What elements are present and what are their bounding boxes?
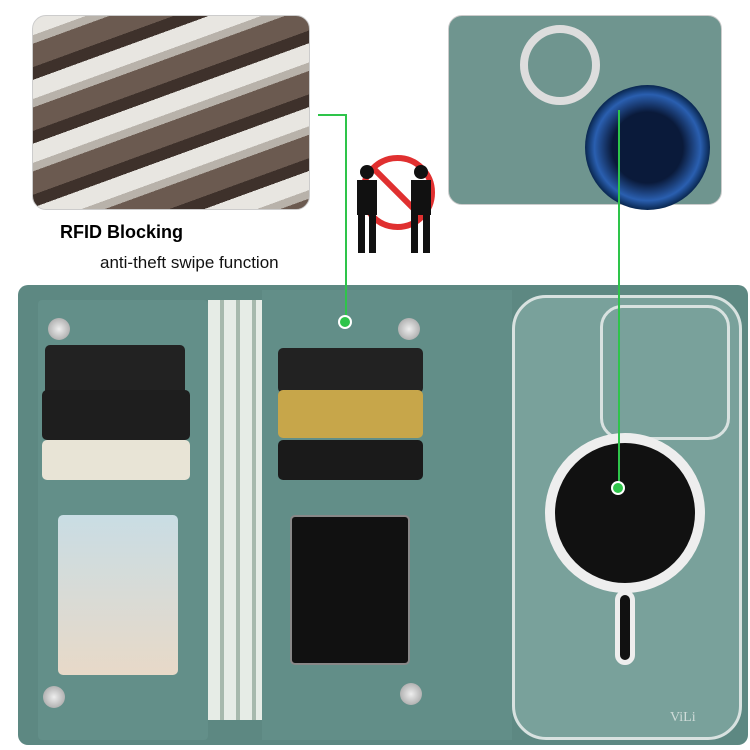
camera-cutout <box>600 305 730 440</box>
card-slot-4 <box>278 348 423 393</box>
snap-button <box>48 318 70 340</box>
id-window <box>58 515 178 675</box>
magnetic-disc <box>585 85 710 210</box>
card-slot-6 <box>278 440 423 480</box>
callout-line <box>345 114 347 321</box>
id-window-2 <box>290 515 410 665</box>
brand-logo: ViLi <box>670 710 696 725</box>
callout-line <box>318 114 346 116</box>
pickpocket-silhouette-icon <box>357 165 431 253</box>
callout-dot <box>611 481 625 495</box>
card-slot-2 <box>42 390 190 440</box>
card-slot-5 <box>278 390 423 438</box>
snap-button <box>43 686 65 708</box>
callout-line <box>618 110 620 488</box>
rfid-fabric-photo <box>32 15 310 210</box>
card-slot-3 <box>42 440 190 480</box>
feature-subtitle: anti-theft swipe function <box>100 253 279 272</box>
snap-button <box>398 318 420 340</box>
callout-dot <box>338 315 352 329</box>
snap-button <box>400 683 422 705</box>
magsafe-ring <box>545 433 705 593</box>
cash-bills <box>208 300 262 720</box>
feature-title: RFID Blocking <box>60 222 184 242</box>
magsafe-alignment-tab <box>615 590 635 665</box>
magnetic-ring <box>520 25 600 105</box>
